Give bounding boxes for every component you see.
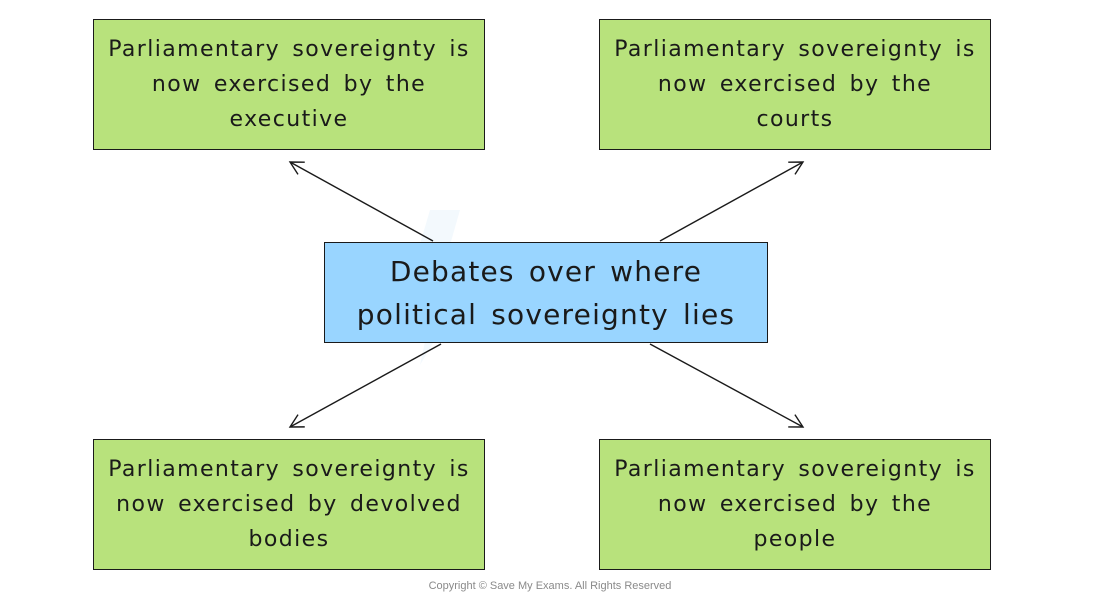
central-topic-text: Debates over where political sovereignty… [357, 250, 735, 336]
central-topic-box: Debates over where political sovereignty… [324, 242, 768, 343]
arrow-to-bottom-right [649, 343, 805, 428]
box-courts: Parliamentary sovereignty is now exercis… [599, 19, 991, 150]
box-devolved-bodies: Parliamentary sovereignty is now exercis… [93, 439, 485, 570]
arrow-to-top-left [288, 161, 434, 242]
arrow-to-bottom-left [288, 343, 442, 428]
box-line: Parliamentary sovereignty is [108, 37, 470, 62]
box-line: Parliamentary sovereignty is [614, 457, 976, 482]
box-courts-text: Parliamentary sovereignty is now exercis… [614, 32, 976, 137]
arrow-to-top-right [659, 161, 805, 242]
box-line: now exercised by the [657, 492, 933, 517]
box-executive: Parliamentary sovereignty is now exercis… [93, 19, 485, 150]
box-line: courts [756, 107, 834, 132]
box-devolved-bodies-text: Parliamentary sovereignty is now exercis… [108, 452, 470, 557]
central-topic-line: political sovereignty lies [356, 297, 736, 331]
central-topic-line: Debates over where [389, 254, 703, 288]
box-line: Parliamentary sovereignty is [614, 37, 976, 62]
box-line: now exercised by devolved [116, 492, 462, 517]
box-people: Parliamentary sovereignty is now exercis… [599, 439, 991, 570]
box-line: now exercised by the [657, 72, 933, 97]
box-executive-text: Parliamentary sovereignty is now exercis… [108, 32, 470, 137]
box-line: bodies [248, 527, 330, 552]
copyright-notice: Copyright © Save My Exams. All Rights Re… [428, 580, 672, 592]
box-line: now exercised by the [151, 72, 427, 97]
box-line: Parliamentary sovereignty is [108, 457, 470, 482]
box-line: executive [229, 107, 349, 132]
box-people-text: Parliamentary sovereignty is now exercis… [614, 452, 976, 557]
box-line: people [753, 527, 837, 552]
